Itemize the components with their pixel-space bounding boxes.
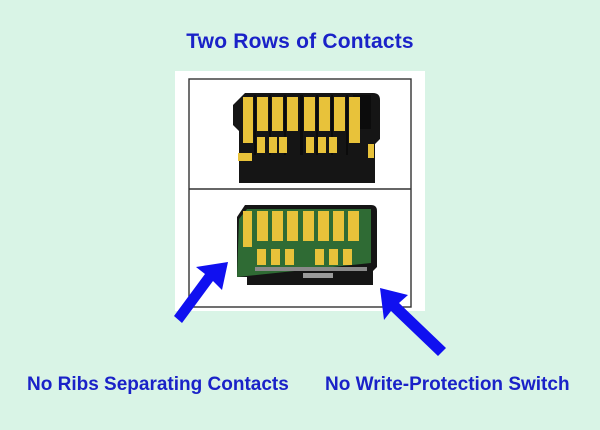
lower-contact-row [257,137,337,153]
figure-frame [188,78,412,308]
caption-no-ribs: No Ribs Separating Contacts [27,374,289,395]
arrow-icon [174,262,228,323]
card-illustration [188,78,412,308]
diagram-title: Two Rows of Contacts [186,30,414,53]
upper-contact-row-no-ribs [243,211,359,247]
card-without-ribs [237,205,377,285]
lower-contact-row-no-ribs [257,249,352,265]
upper-contact-row [243,97,360,143]
card-with-ribs [233,93,380,183]
caption-no-write-protection: No Write-Protection Switch [325,374,570,395]
arrow-icon [380,288,446,356]
